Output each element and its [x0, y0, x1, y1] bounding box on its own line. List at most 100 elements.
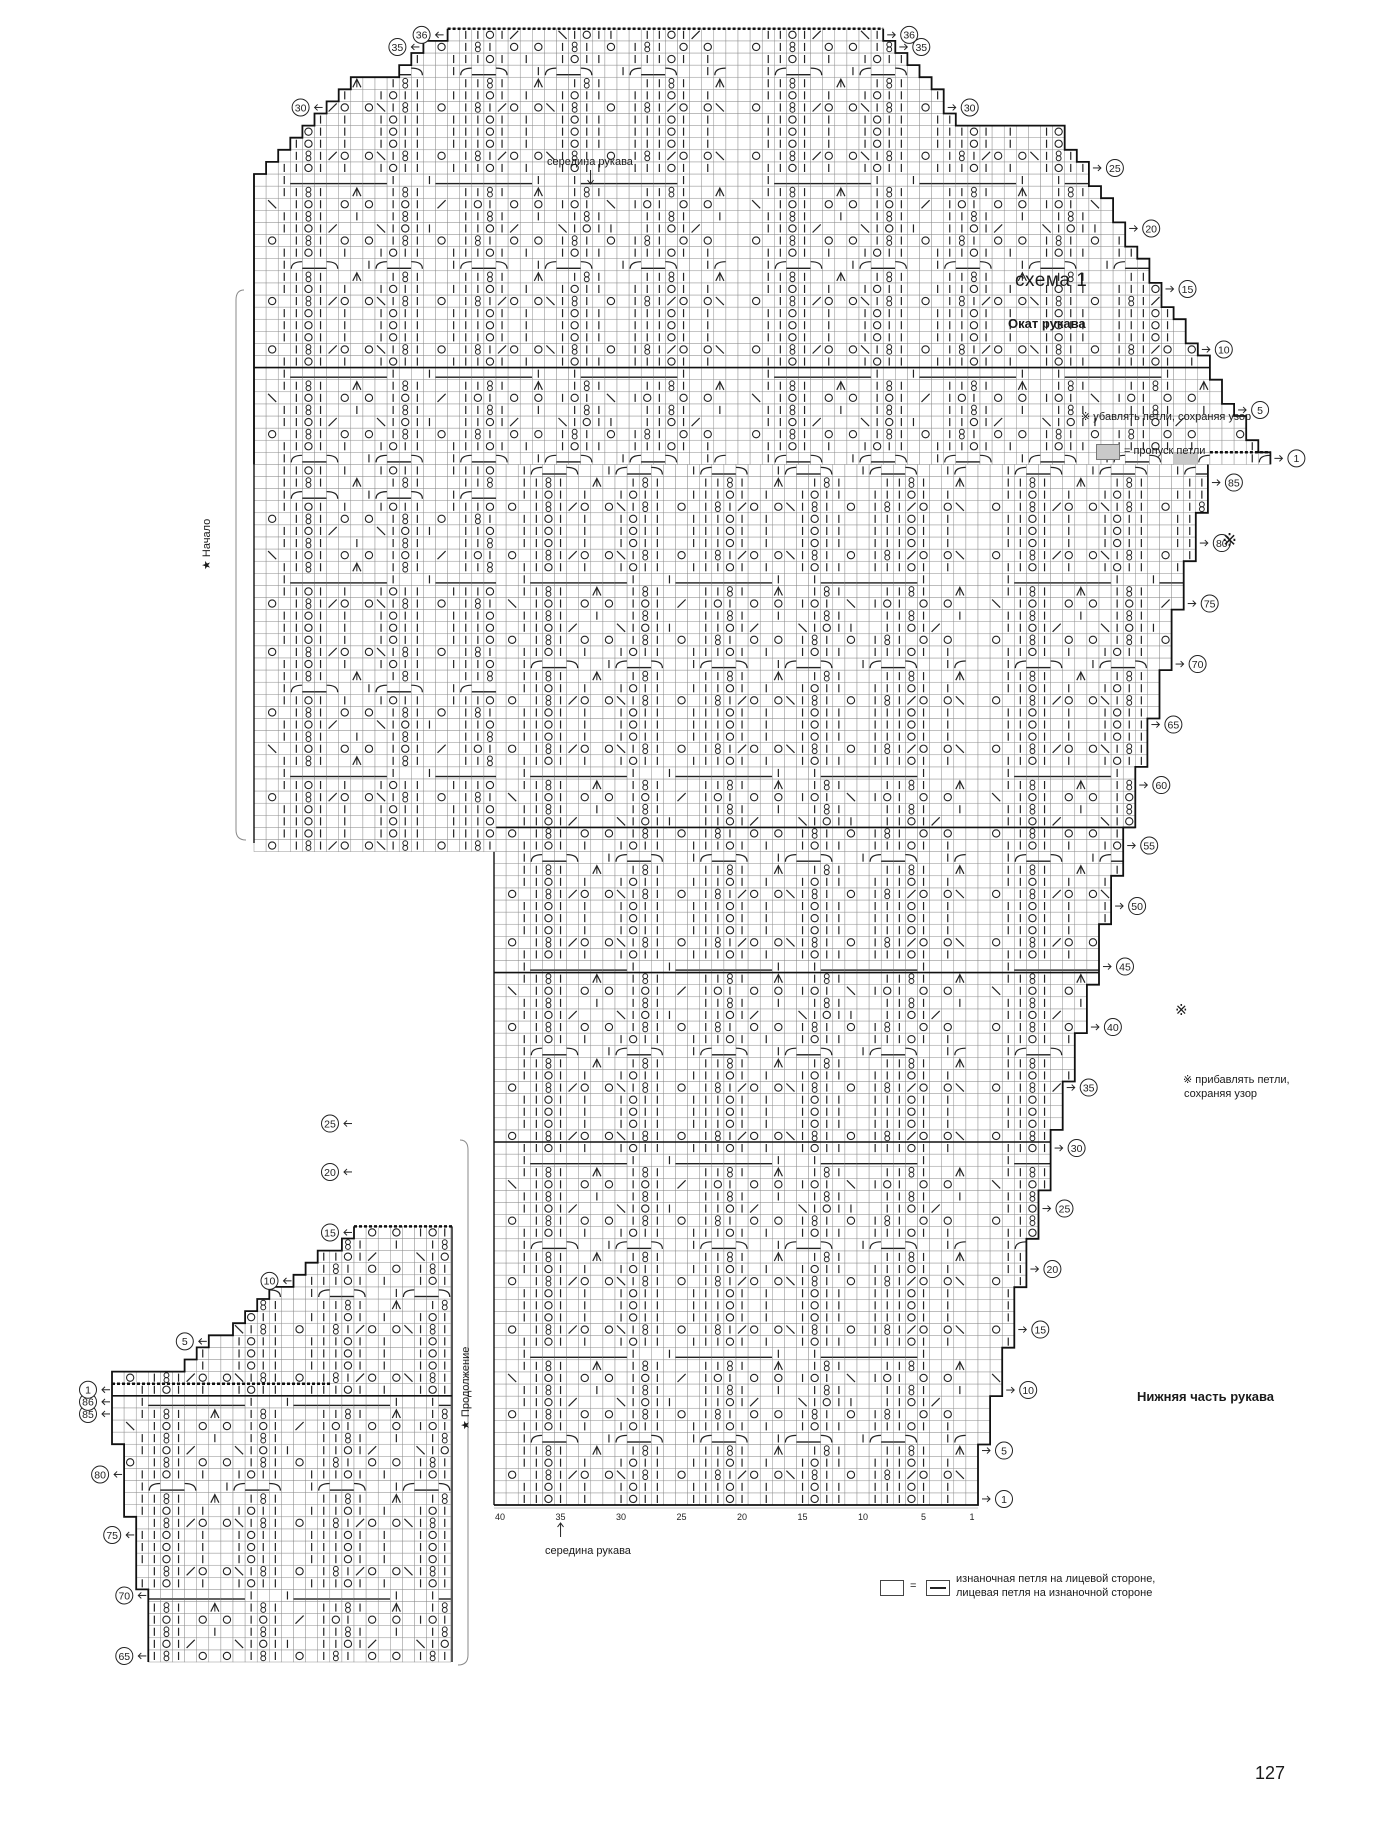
chart-cell [675, 778, 688, 792]
chart-cell [989, 996, 1003, 1010]
chart-cell [784, 1105, 797, 1119]
chart-cell [566, 1383, 579, 1397]
chart-cell [566, 948, 579, 961]
chart-cell [505, 1214, 519, 1227]
chart-cell [578, 972, 592, 985]
chart-cell [784, 1214, 797, 1227]
chart-cell [723, 1093, 737, 1106]
chart-cell [905, 1008, 918, 1022]
chart-cell [772, 1274, 785, 1288]
chart-cell [505, 863, 519, 877]
chart-cell [989, 1117, 1003, 1131]
chart-cell [590, 1226, 604, 1240]
chart-cell [965, 742, 979, 756]
chart-cell [1001, 1214, 1015, 1227]
chart-cell [941, 1081, 955, 1094]
chart-cell [663, 1032, 676, 1046]
chart-cell [723, 911, 737, 925]
chart-cell [602, 887, 616, 901]
chart-cell [723, 899, 737, 913]
chart-cell [675, 1069, 688, 1082]
chart-cell [566, 1299, 579, 1312]
chart-cell [929, 1286, 942, 1300]
chart-cell [675, 1020, 688, 1034]
chart-cell [977, 923, 991, 937]
chart-cell [844, 1432, 858, 1445]
chart-cell [905, 790, 918, 804]
chart-cell [602, 1383, 616, 1397]
chart-cell [977, 984, 991, 998]
chart-cell [953, 1407, 967, 1421]
chart-cell [772, 1323, 785, 1336]
chart-cell [493, 984, 507, 998]
chart-cell [602, 1250, 616, 1264]
chart-cell [542, 948, 555, 961]
chart-cell [723, 1262, 737, 1276]
chart-cell [602, 1093, 616, 1106]
chart-cell [517, 1129, 531, 1143]
chart-cell [542, 1335, 555, 1348]
chart-cell [808, 754, 821, 768]
chart-cell [517, 1214, 531, 1227]
chart-cell [590, 1081, 604, 1094]
chart-cell [747, 1214, 761, 1227]
chart-cell [675, 1093, 688, 1106]
chart-cell [844, 1492, 858, 1506]
chart-cell [663, 1468, 676, 1482]
chart-cell [638, 1395, 652, 1409]
chart-cell [505, 1456, 519, 1469]
chart-cell [505, 851, 519, 864]
chart-cell [856, 1480, 870, 1494]
chart-cell [929, 1178, 942, 1191]
chart-cell [566, 1371, 579, 1385]
chart-cell [1050, 1032, 1063, 1046]
chart-cell [759, 790, 773, 804]
chart-cell [844, 1335, 858, 1348]
chart-cell [493, 1432, 507, 1445]
chart-cell [965, 1165, 979, 1179]
chart-cell [590, 1432, 604, 1445]
chart-cell [590, 1020, 604, 1034]
chart-cell [784, 1226, 797, 1240]
chart-cell [602, 1117, 616, 1131]
chart-cell [626, 1456, 640, 1469]
chart-cell [493, 923, 507, 937]
chart-cell [965, 948, 979, 961]
chart-cell [1086, 948, 1100, 961]
chart-cell [929, 1407, 942, 1421]
chart-cell [675, 1323, 688, 1336]
chart-cell [566, 1250, 579, 1264]
chart-cell [844, 1105, 858, 1119]
chart-cell [493, 1178, 507, 1191]
chart-cell [929, 839, 942, 852]
chart-cell [868, 815, 882, 828]
chart-cell [977, 1420, 991, 1433]
chart-cell [663, 1407, 676, 1421]
chart-cell [941, 996, 955, 1010]
chart-cell [832, 1129, 846, 1143]
chart-cell [844, 899, 858, 913]
chart-cell [1074, 887, 1088, 901]
chart-cell [989, 1069, 1003, 1082]
chart-cell [505, 1432, 519, 1445]
chart-cell [784, 1093, 797, 1106]
chart-cell [929, 911, 942, 925]
chart-cell [953, 1311, 967, 1324]
chart-cell [965, 1359, 979, 1373]
chart-cell [941, 887, 955, 901]
chart-cell [1098, 778, 1112, 792]
chart-cell [590, 875, 604, 889]
chart-cell [663, 778, 676, 792]
chart-cell [772, 1069, 785, 1082]
chart-cell [772, 984, 785, 998]
chart-cell [832, 1323, 846, 1336]
chart-cell [784, 1008, 797, 1022]
chart-cell [663, 754, 676, 768]
chart-cell [1001, 1178, 1015, 1191]
chart-cell [626, 1032, 640, 1046]
chart-cell [687, 1383, 700, 1397]
chart-cell [747, 1057, 761, 1070]
chart-cell [784, 1165, 797, 1179]
chart-cell [590, 1371, 604, 1385]
chart-cell [808, 839, 821, 852]
